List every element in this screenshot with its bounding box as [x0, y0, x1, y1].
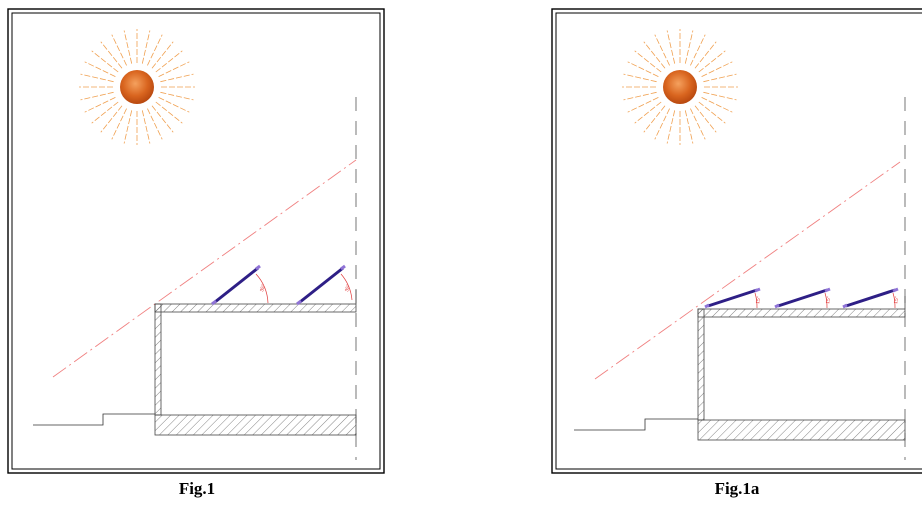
- sun-ray: [654, 34, 670, 66]
- roof-slab: [697, 308, 906, 318]
- sun-ray: [80, 73, 114, 83]
- sun-ray: [684, 30, 694, 64]
- sun-ray: [123, 110, 133, 144]
- figure-1: 35° 35° Fig.1: [0, 0, 400, 508]
- sun-ray: [634, 101, 662, 124]
- sun-ray: [111, 108, 127, 140]
- tilt-angle-arc: [340, 273, 353, 301]
- sun-ray: [147, 108, 163, 140]
- sun-ray-line: [594, 161, 901, 380]
- tilt-angle-label: 15°: [755, 296, 762, 304]
- sun-ray: [623, 73, 657, 83]
- sun-ray: [141, 30, 151, 64]
- tilt-angle-arc: [824, 292, 828, 309]
- sun-ray: [158, 97, 190, 113]
- sun-ray: [701, 61, 733, 77]
- sun-ray: [100, 105, 123, 133]
- building-left-wall: [154, 303, 162, 416]
- sun-ray: [703, 73, 737, 83]
- figure-caption: Fig.1: [178, 479, 216, 498]
- sun-ray: [84, 61, 116, 77]
- sun-ray: [634, 50, 662, 73]
- sun-ray: [84, 97, 116, 113]
- sun-ray: [690, 34, 706, 66]
- sun-ray: [684, 110, 694, 144]
- sun-ray: [654, 108, 670, 140]
- inner-frame: [555, 12, 922, 470]
- tilt-angle-arc: [754, 292, 758, 309]
- sun-ray: [643, 105, 666, 133]
- sun-ray: [160, 73, 194, 83]
- tilt-angle-arc: [892, 292, 896, 309]
- solar-panel-icon: [211, 264, 261, 306]
- tilt-angle-label: 35°: [344, 284, 352, 293]
- solar-panel-icon: [774, 287, 831, 309]
- tilt-angle-label: 15°: [825, 296, 832, 304]
- sun-ray: [694, 105, 717, 133]
- sun-ray: [694, 41, 717, 69]
- sun-ray: [698, 101, 726, 124]
- tilt-angle-label: 15°: [893, 296, 900, 304]
- sun-ray: [91, 50, 119, 73]
- solar-panel-icon: [842, 287, 899, 309]
- sun-icon: [622, 29, 738, 145]
- inner-frame: [11, 12, 381, 470]
- sun-ray-line: [52, 159, 357, 378]
- sun-ray: [91, 101, 119, 124]
- floor-slab: [697, 419, 906, 441]
- sun-ray: [623, 91, 657, 101]
- roof-slab: [154, 303, 357, 313]
- sun-ray: [151, 105, 174, 133]
- sun-ray: [80, 91, 114, 101]
- figure-1a: 15° 15° 15° Fig.1a: [545, 0, 922, 508]
- sun-ray: [158, 61, 190, 77]
- sun-ray: [627, 61, 659, 77]
- outer-frame: [7, 8, 385, 474]
- sun-ray: [155, 101, 183, 124]
- sun-ray: [155, 50, 183, 73]
- ground-line: [33, 413, 155, 426]
- sun-ray: [160, 91, 194, 101]
- solar-panel-icon: [704, 287, 761, 309]
- sun-ray: [111, 34, 127, 66]
- tilt-angle-arc: [255, 273, 269, 304]
- sun-ray: [643, 41, 666, 69]
- sun-icon: [79, 29, 195, 145]
- solar-panel-icon: [296, 264, 346, 306]
- sun-ray: [100, 41, 123, 69]
- sun-ray: [627, 97, 659, 113]
- figure-caption: Fig.1a: [714, 479, 760, 498]
- figure-1-drawing: 35° 35°: [7, 8, 385, 474]
- sun-ray: [698, 50, 726, 73]
- sun-ray: [701, 97, 733, 113]
- outer-frame: [551, 8, 922, 474]
- tilt-angle-label: 35°: [259, 284, 267, 293]
- figure-1a-drawing: 15° 15° 15°: [551, 8, 922, 474]
- sun-ray: [147, 34, 163, 66]
- sun-ray: [666, 30, 676, 64]
- sun-ray: [141, 110, 151, 144]
- sun-ray: [123, 30, 133, 64]
- building-left-wall: [697, 308, 705, 421]
- floor-slab: [154, 414, 357, 436]
- sun-ray: [690, 108, 706, 140]
- sun-ray: [666, 110, 676, 144]
- sun-ray: [703, 91, 737, 101]
- ground-line: [574, 418, 698, 431]
- sun-ray: [151, 41, 174, 69]
